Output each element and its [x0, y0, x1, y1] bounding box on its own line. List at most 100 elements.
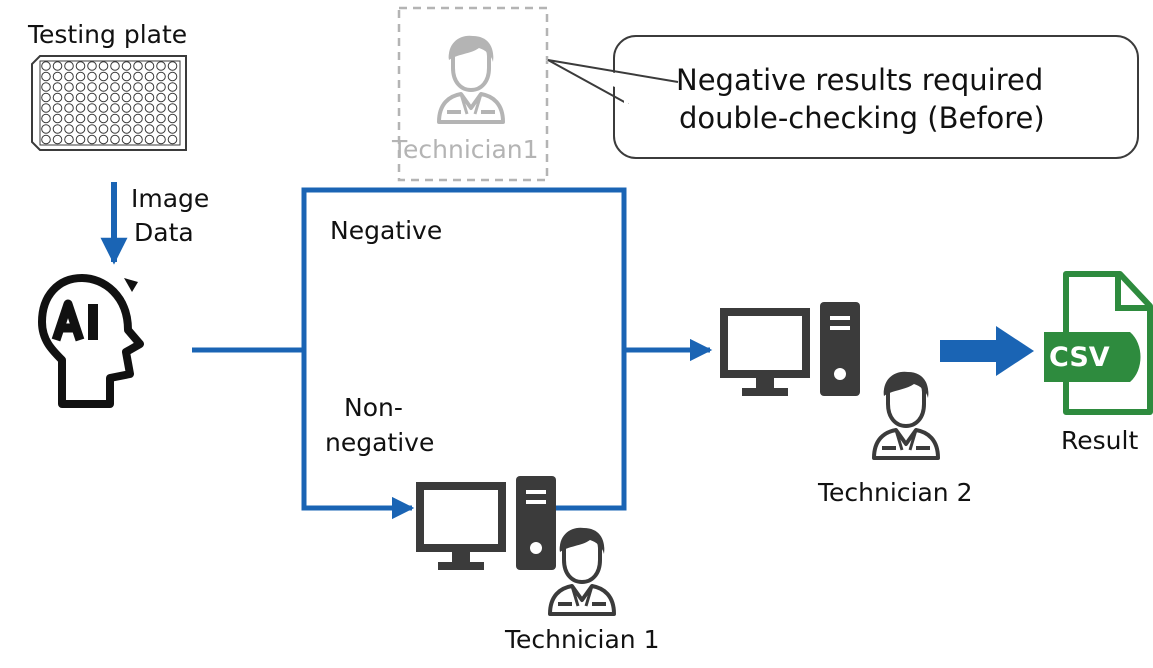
plate-well: [121, 61, 132, 71]
plate-well: [98, 61, 109, 71]
plate-well: [121, 71, 132, 82]
plate-well: [144, 61, 155, 71]
testing-plate-icon: [31, 55, 187, 151]
testing-plate-label: Testing plate: [28, 20, 188, 49]
plate-well: [87, 71, 97, 82]
plate-well: [41, 124, 51, 134]
to-result-arrow: [940, 326, 1034, 376]
plate-well: [64, 134, 74, 145]
plate-well: [87, 82, 97, 92]
plate-well: [167, 61, 178, 71]
plate-well: [121, 113, 132, 124]
plate-well: [110, 124, 120, 134]
plate-well: [133, 113, 143, 124]
plate-well: [121, 103, 132, 113]
plate-well: [52, 71, 63, 82]
plate-well: [110, 71, 120, 82]
plate-well: [87, 92, 97, 103]
ghost-technician-icon: [437, 33, 505, 124]
plate-well: [52, 82, 63, 92]
plate-well: [41, 113, 51, 124]
flow-lines: [192, 187, 713, 520]
plate-well: [64, 71, 74, 82]
plate-well: [133, 92, 143, 103]
plate-well: [156, 103, 166, 113]
plate-well: [133, 71, 143, 82]
plate-well: [64, 92, 74, 103]
plate-well: [87, 61, 97, 71]
plate-well: [64, 103, 74, 113]
plate-well: [144, 103, 155, 113]
plate-well: [144, 82, 155, 92]
non-negative-branch-line: [301, 350, 415, 520]
plate-well: [121, 92, 132, 103]
plate-well: [110, 92, 120, 103]
plate-well: [64, 124, 74, 134]
plate-well: [64, 61, 74, 71]
plate-well: [75, 103, 86, 113]
plate-well: [110, 113, 120, 124]
plate-well: [144, 124, 155, 134]
plate-well: [41, 92, 51, 103]
result-label: Result: [1061, 426, 1139, 455]
ghost-technician-label: Technician1: [392, 135, 539, 164]
plate-well: [75, 134, 86, 145]
plate-well: [64, 113, 74, 124]
plate-well: [98, 82, 109, 92]
plate-well: [144, 113, 155, 124]
csv-file-icon: CSV: [1044, 271, 1153, 415]
ai-head-icon: [38, 274, 144, 408]
technician2-person-icon: [872, 369, 940, 460]
negative-branch-label: Negative: [330, 216, 443, 245]
plate-well: [75, 113, 86, 124]
image-data-label-line1: Image: [131, 184, 210, 213]
plate-well: [75, 92, 86, 103]
plate-well: [41, 134, 51, 145]
plate-well: [156, 61, 166, 71]
csv-file-badge: CSV: [1049, 342, 1110, 373]
plate-well: [167, 113, 178, 124]
plate-well: [133, 103, 143, 113]
non-negative-label-line2: negative: [325, 428, 435, 457]
plate-well: [156, 134, 166, 145]
plate-well: [52, 134, 63, 145]
plate-well: [110, 134, 120, 145]
ghost-technician-box: [397, 6, 549, 182]
technician2-computer-icon: [720, 302, 860, 396]
technician1-computer-icon: [416, 476, 556, 570]
plate-well: [75, 124, 86, 134]
plate-well: [133, 134, 143, 145]
plate-well: [156, 71, 166, 82]
plate-well: [52, 61, 63, 71]
plate-well: [133, 61, 143, 71]
plate-well: [156, 124, 166, 134]
plate-well: [98, 113, 109, 124]
plate-well: [144, 71, 155, 82]
plate-well: [156, 92, 166, 103]
plate-well: [156, 82, 166, 92]
plate-well: [121, 124, 132, 134]
plate-well: [167, 134, 178, 145]
plate-well: [167, 124, 178, 134]
image-data-label-line2: Data: [134, 218, 194, 247]
non-negative-label-line1: Non-: [344, 393, 403, 422]
plate-well: [98, 134, 109, 145]
plate-well: [121, 134, 132, 145]
plate-well: [41, 103, 51, 113]
plate-well: [52, 92, 63, 103]
plate-well: [52, 124, 63, 134]
technician1-return-line: [556, 350, 627, 511]
plate-well: [167, 92, 178, 103]
plate-well: [52, 113, 63, 124]
plate-well: [144, 134, 155, 145]
plate-well: [98, 124, 109, 134]
callout-bubble: [544, 35, 1139, 159]
technician1-label: Technician 1: [505, 625, 660, 654]
plate-well: [98, 92, 109, 103]
plate-well: [87, 124, 97, 134]
plate-well: [133, 124, 143, 134]
plate-well: [75, 61, 86, 71]
plate-well: [144, 92, 155, 103]
negative-branch-line: [301, 187, 627, 350]
